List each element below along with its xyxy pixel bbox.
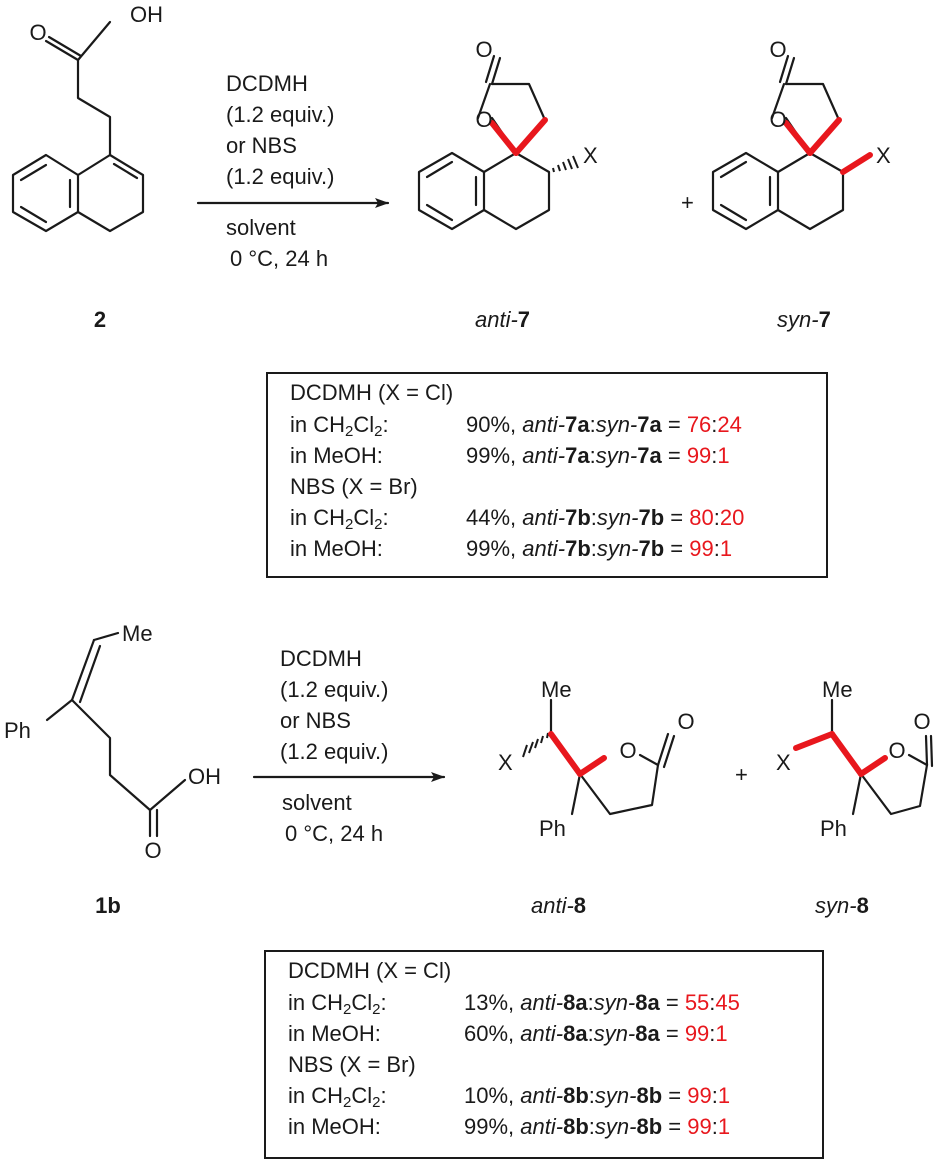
syn-7-carbonyl-o: O — [769, 37, 786, 62]
anti-8-structure — [522, 698, 676, 816]
1b-oh-label: OH — [188, 764, 221, 789]
1b-carbonyl-o: O — [144, 838, 161, 863]
table-1-header-nbs: NBS (X = Br) — [290, 474, 418, 499]
anti-7-ring-o: O — [475, 107, 492, 132]
reagent-2-equiv: (1.2 equiv.) — [226, 164, 334, 189]
results-table-1: DCDMH (X = Cl) in CH2Cl2: 90%, anti-7a:s… — [266, 372, 828, 578]
syn-8-carbonyl-o: O — [913, 709, 930, 734]
anti-8-carbonyl-o: O — [677, 709, 694, 734]
table-1-row-2-result: 99%, anti-7a:syn-7a = 99:1 — [466, 443, 730, 468]
table-2-row-4-result: 10%, anti-8b:syn-8b = 99:1 — [464, 1083, 731, 1108]
table-1-row-5-result: 99%, anti-7b:syn-7b = 99:1 — [466, 536, 733, 561]
results-table-2: DCDMH (X = Cl) in CH2Cl2: 13%, anti-8a:s… — [264, 950, 824, 1159]
product-label-syn-7: syn-7 — [777, 307, 831, 332]
plus-sign-2: + — [735, 762, 748, 787]
table-2-row-2-result: 60%, anti-8a:syn-8a = 99:1 — [464, 1021, 728, 1046]
syn-7-x-label: X — [876, 143, 891, 168]
solvent-label: solvent — [226, 215, 296, 240]
reagent-2-label: or NBS — [226, 133, 297, 158]
table-1-solvent-ch2cl2: in CH2Cl2: — [290, 412, 389, 440]
table-2-solvent-meoh-2: in MeOH: — [288, 1114, 381, 1139]
anti-8-x-label: X — [498, 750, 513, 775]
carbonyl-o-label: O — [29, 20, 46, 45]
table-2-solvent-ch2cl2: in CH2Cl2: — [288, 990, 387, 1018]
syn-7-ring-o: O — [769, 107, 786, 132]
product-label-anti-8: anti-8 — [531, 893, 586, 918]
compound-1b-structure — [45, 631, 187, 838]
syn-8-highlight-bond-c — [829, 731, 864, 777]
table-2-solvent-meoh: in MeOH: — [288, 1021, 381, 1046]
anti-7-highlight-bond-c — [513, 117, 548, 156]
syn-7-highlight-bond-c — [807, 117, 842, 156]
syn-8-me-label: Me — [822, 677, 853, 702]
table-1-solvent-meoh: in MeOH: — [290, 443, 383, 468]
table-1-header-dcdmh: DCDMH (X = Cl) — [290, 380, 454, 405]
syn-8-ph-label: Ph — [820, 816, 847, 841]
table-1-row-1-result: 90%, anti-7a:syn-7a = 76:24 — [466, 412, 742, 437]
syn-7-highlight-bond-o — [783, 120, 813, 156]
table-2-row-1-result: 13%, anti-8a:syn-8a = 55:45 — [464, 990, 740, 1015]
anti-8-me-label: Me — [541, 677, 572, 702]
syn-8-highlight-bond-o — [858, 755, 888, 777]
solvent-label-2: solvent — [282, 790, 352, 815]
oh-label: OH — [130, 2, 163, 27]
anti-7-highlight-bond-o — [489, 120, 519, 156]
reagent-1-equiv: (1.2 equiv.) — [226, 102, 334, 127]
table-1-solvent-meoh-2: in MeOH: — [290, 536, 383, 561]
anti-8-ph-label: Ph — [539, 816, 566, 841]
compound-label-1b: 1b — [95, 893, 121, 918]
anti-8-highlight-bond-c — [548, 731, 583, 777]
conditions-label-2: 0 °C, 24 h — [285, 821, 383, 846]
reagent-2-label-2: or NBS — [280, 708, 351, 733]
syn-7-highlight-bond-x — [840, 152, 873, 175]
table-1-row-4-result: 44%, anti-7b:syn-7b = 80:20 — [466, 505, 745, 530]
syn-7-structure — [711, 54, 845, 231]
syn-8-ring-o: O — [888, 738, 905, 763]
conditions-label: 0 °C, 24 h — [230, 246, 328, 271]
product-label-anti-7: anti-7 — [475, 307, 530, 332]
product-label-syn-8: syn-8 — [815, 893, 869, 918]
1b-ph-label: Ph — [4, 718, 31, 743]
reagent-1-equiv-2: (1.2 equiv.) — [280, 677, 388, 702]
compound-label-2: 2 — [94, 307, 106, 332]
table-2-row-5-result: 99%, anti-8b:syn-8b = 99:1 — [464, 1114, 731, 1139]
reagent-1-label-2: DCDMH — [280, 646, 362, 671]
compound-2-structure — [11, 20, 145, 233]
anti-8-ring-o: O — [619, 738, 636, 763]
plus-sign-1: + — [681, 190, 694, 215]
anti-8-highlight-bond-o — [577, 755, 607, 777]
table-2-header-nbs: NBS (X = Br) — [288, 1052, 416, 1077]
1b-me-label: Me — [122, 621, 153, 646]
table-1-solvent-ch2cl2-2: in CH2Cl2: — [290, 505, 389, 533]
table-2-header-dcdmh: DCDMH (X = Cl) — [288, 958, 452, 983]
reagent-1-label: DCDMH — [226, 71, 308, 96]
syn-8-x-label: X — [776, 750, 791, 775]
syn-8-highlight-bond-x — [793, 731, 835, 751]
anti-7-x-label: X — [583, 143, 598, 168]
reagent-2-equiv-2: (1.2 equiv.) — [280, 739, 388, 764]
anti-7-structure — [417, 54, 579, 231]
anti-7-carbonyl-o: O — [475, 37, 492, 62]
table-2-solvent-ch2cl2-2: in CH2Cl2: — [288, 1083, 387, 1111]
